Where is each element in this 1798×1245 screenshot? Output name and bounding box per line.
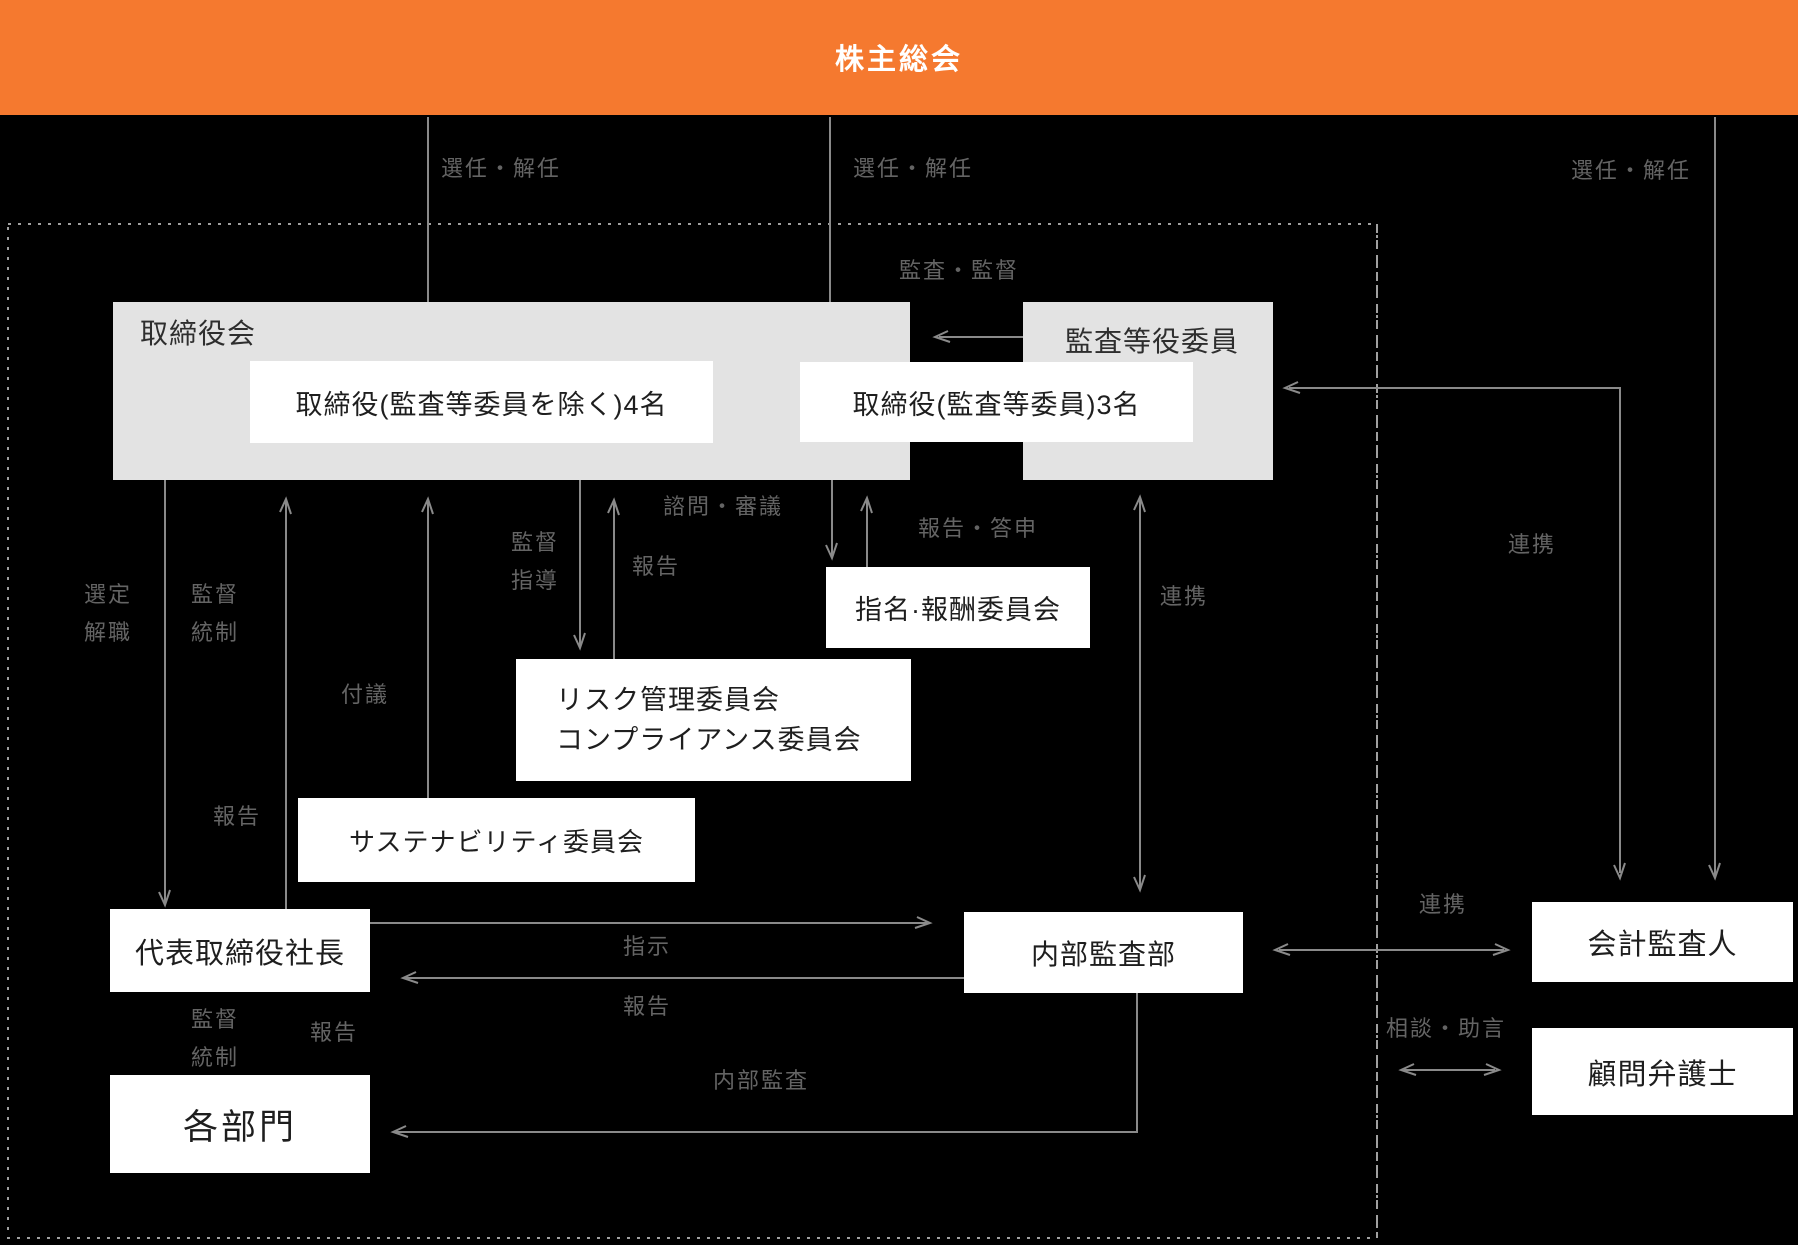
audit-supervise-label: 監査・監督 [899,258,1020,283]
shareholders-meeting-title: 株主総会 [834,44,964,76]
board-of-directors-label: 取締役会 [140,318,257,349]
internal-audit-flow-label: 内部監査 [713,1068,810,1093]
line-audit-supervise [932,330,1023,343]
audit-committee-directors-box: 取締役(監査等委員)3名 [800,362,1193,442]
line-cooperation-accounting [1272,943,1511,956]
internal-control-boundary [7,223,1378,1239]
appoint-dismiss-label: 選定 解職 [84,582,133,645]
supervise-control-upper-label: 監督 統制 [191,582,240,645]
president-box: 代表取締役社長 [110,909,370,992]
line-internal-audit-flow [390,993,1138,1138]
line-report-reply [860,495,873,567]
directors-excluding-audit-box: 取締役(監査等委員を除く)4名 [250,361,713,443]
line-refer [421,496,434,798]
report-reply-label: 報告・答申 [918,516,1039,541]
cooperation-mid-label: 連携 [1160,584,1209,609]
departments-box: 各部門 [110,1075,370,1173]
line-appoint-dismiss [158,480,171,908]
cooperation-right-label: 連携 [1508,532,1557,557]
line-consult-deliberate [825,480,838,561]
legal-advisor-box: 顧問弁護士 [1532,1028,1793,1115]
cooperation-accounting-label: 連携 [1419,892,1468,917]
supervise-guide-label: 監督 指導 [511,530,560,593]
election-center-label: 選任・解任 [853,156,974,181]
line-instruction [370,916,933,929]
consult-deliberate-label: 諮問・審議 [663,494,784,519]
sustainability-committee-box: サステナビリティ委員会 [298,798,695,882]
line-report-risk [607,497,620,659]
accounting-auditor-box: 会計監査人 [1532,902,1793,982]
supervise-control-lower-label: 監督 統制 [191,1007,240,1070]
shareholders-meeting-bar: 株主総会 [0,0,1798,115]
nomination-compensation-committee-box: 指名·報酬委員会 [826,567,1090,648]
report-president-label: 報告 [213,804,262,829]
line-election-right [1708,117,1721,881]
risk-compliance-committee-box: リスク管理委員会 コンプライアンス委員会 [516,659,911,781]
refer-label: 付議 [341,682,390,707]
report-internal-label: 報告 [623,994,672,1019]
line-cooperation-right [1282,381,1626,881]
report-departments-label: 報告 [310,1020,359,1045]
line-report-internal [400,971,964,984]
report-risk-label: 報告 [632,554,681,579]
line-report-president [279,496,292,909]
line-cooperation-mid [1133,494,1146,893]
line-supervise-guide [573,480,586,651]
consult-advice-label: 相談・助言 [1386,1016,1507,1041]
line-consult-advice [1398,1063,1502,1076]
election-right-label: 選任・解任 [1571,158,1692,183]
internal-audit-dept-box: 内部監査部 [964,912,1243,993]
election-left-label: 選任・解任 [441,156,562,181]
audit-committee-label: 監査等役委員 [1065,326,1240,357]
instruction-label: 指示 [623,934,672,959]
